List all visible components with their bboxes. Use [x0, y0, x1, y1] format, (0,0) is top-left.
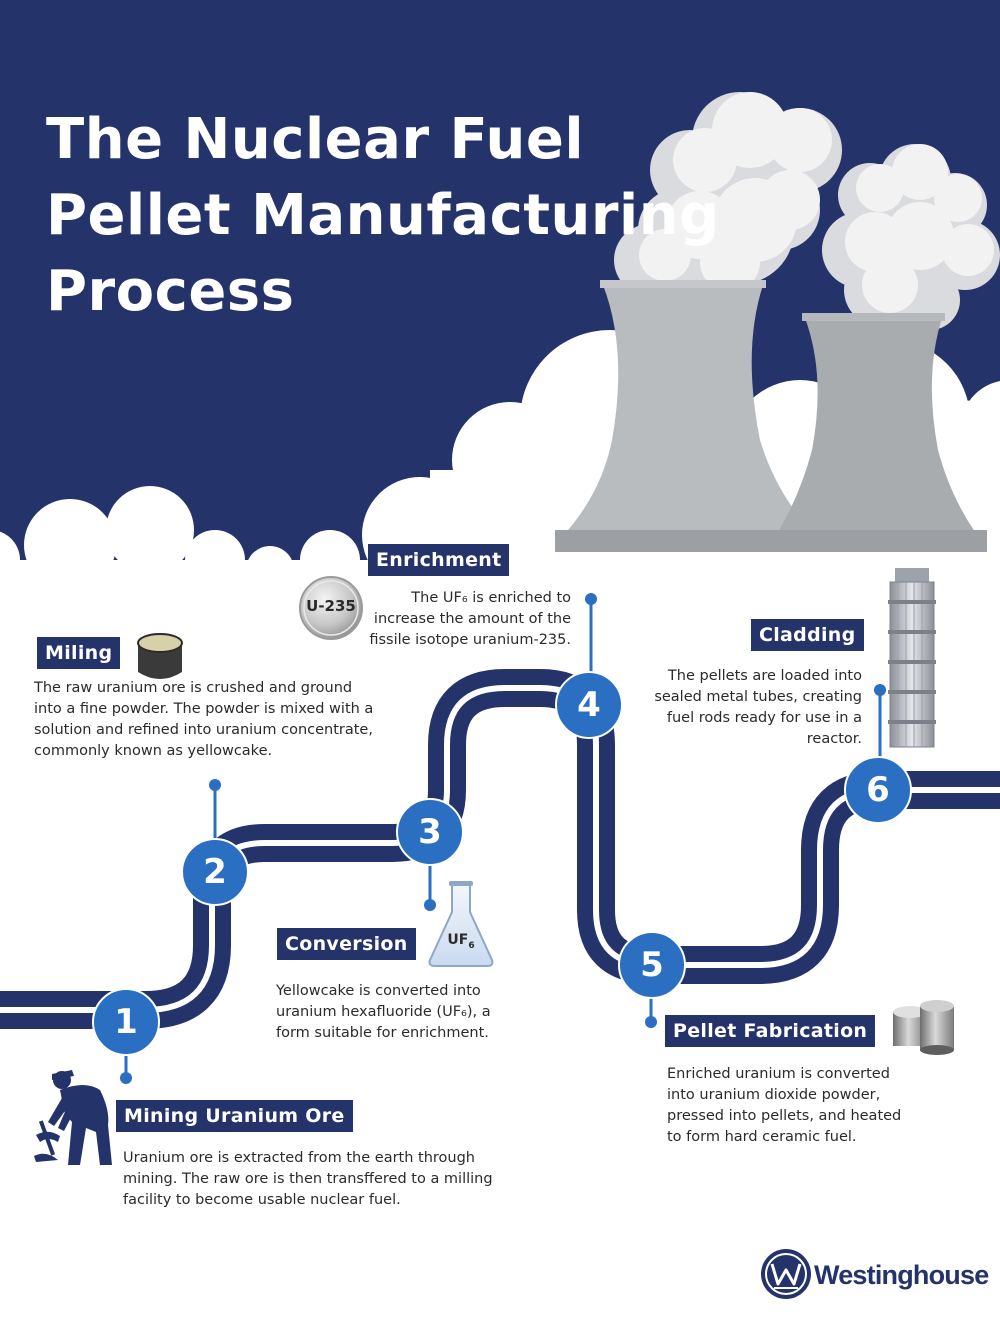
- step-1-description-line: facility to become usable nuclear fuel.: [123, 1192, 401, 1208]
- step-4-description-line: increase the amount of the: [373, 611, 571, 627]
- step-5-description-line: Enriched uranium is converted: [667, 1066, 890, 1082]
- step-5-label: Pellet Fabrication: [665, 1015, 876, 1047]
- step-1-description-line: mining. The raw ore is then transffered …: [123, 1171, 493, 1187]
- step-1-description-line: Uranium ore is extracted from the earth …: [123, 1150, 475, 1166]
- step-3-description-line: uranium hexafluoride (UF₆), a: [276, 1004, 491, 1020]
- flask-label: UF6: [441, 932, 481, 951]
- step-6-description-line: fuel rods ready for use in a: [666, 710, 862, 726]
- step-2-description-line: solution and refined into uranium concen…: [34, 722, 373, 738]
- u235-coin-label: U-235: [306, 597, 356, 615]
- step-4-description-line: fissile isotope uranium-235.: [369, 632, 571, 648]
- flask-label-main: UF: [447, 932, 469, 948]
- step-2-description-line: The raw uranium ore is crushed and groun…: [34, 680, 353, 696]
- step-5-description-line: into uranium dioxide powder,: [667, 1087, 881, 1103]
- step-3-description-line: Yellowcake is converted into: [276, 983, 481, 999]
- step-4-label: Enrichment: [368, 544, 510, 576]
- step-2-label: Miling: [37, 637, 121, 669]
- cooling-tower-icon: [555, 280, 987, 552]
- step-2-description: The raw uranium ore is crushed and groun…: [34, 678, 373, 762]
- step-1-label: Mining Uranium Ore: [116, 1100, 353, 1132]
- u235-coin-icon: [299, 576, 363, 640]
- miner-icon: [34, 1070, 112, 1165]
- step-2-description-line: commonly known as yellowcake.: [34, 743, 273, 759]
- step-5-description-line: pressed into pellets, and heated: [667, 1108, 902, 1124]
- step-5-description: Enriched uranium is converted into urani…: [667, 1064, 901, 1148]
- flask-label-sub: 6: [468, 940, 475, 951]
- step-6-description-line: sealed metal tubes, creating: [654, 689, 862, 705]
- brand-name: Westinghouse: [814, 1260, 989, 1290]
- step-3-description: Yellowcake is converted into uranium hex…: [276, 981, 491, 1044]
- step-5-number: 5: [640, 945, 664, 985]
- step-1-description: Uranium ore is extracted from the earth …: [123, 1148, 493, 1211]
- page-title: The Nuclear Fuel Pellet Manufacturing Pr…: [46, 102, 720, 330]
- pellet-icon: [893, 1000, 954, 1055]
- step-5-description-line: to form hard ceramic fuel.: [667, 1129, 857, 1145]
- step-1-number: 1: [114, 1002, 138, 1042]
- step-2-number: 2: [203, 852, 227, 892]
- title-line-1: The Nuclear Fuel: [46, 107, 585, 172]
- yellowcake-container-icon: [137, 633, 183, 679]
- flask-icon: [428, 881, 494, 967]
- step-circles: [92, 671, 912, 1056]
- step-4-description: The UF₆ is enriched to increase the amou…: [360, 588, 571, 651]
- step-3-label: Conversion: [277, 928, 416, 960]
- step-6-description-line: reactor.: [806, 731, 862, 747]
- step-6-description: The pellets are loaded into sealed metal…: [640, 666, 862, 750]
- step-6-description-line: The pellets are loaded into: [667, 668, 862, 684]
- title-line-2: Pellet Manufacturing: [46, 183, 720, 248]
- step-6-number: 6: [866, 770, 890, 810]
- step-3-number: 3: [418, 812, 442, 852]
- westinghouse-logo: [761, 1249, 811, 1299]
- step-4-number: 4: [577, 685, 601, 725]
- step-4-description-line: The UF₆ is enriched to: [411, 590, 571, 606]
- step-2-description-line: into a fine powder. The powder is mixed …: [34, 701, 374, 717]
- title-line-3: Process: [46, 259, 295, 324]
- step-3-description-line: form suitable for enrichment.: [276, 1025, 489, 1041]
- fuel-assembly-icon: [888, 568, 936, 748]
- step-6-label: Cladding: [751, 619, 864, 651]
